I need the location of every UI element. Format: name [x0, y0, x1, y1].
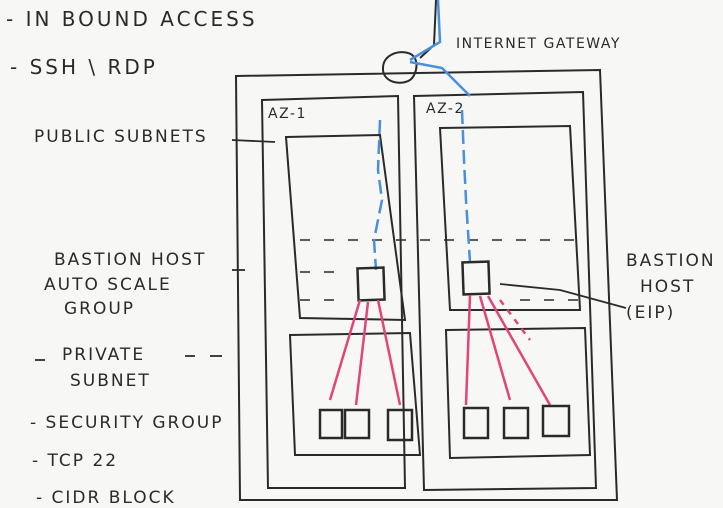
private-subnet-label-2: SUBNET [70, 371, 151, 391]
bastion-host-label-1: BASTION [626, 251, 716, 271]
leader-line-private [35, 355, 222, 361]
vpc-boundary [234, 68, 619, 501]
private-instance [318, 408, 344, 440]
bastion-asg-label-2: AUTO SCALE [44, 275, 172, 295]
ssh-traffic-lines [328, 294, 552, 406]
az2-box [412, 90, 598, 492]
internet-gateway-icon [381, 51, 418, 84]
inbound-traffic-az2 [460, 109, 472, 263]
inbound-traffic-line [409, 0, 442, 62]
az2-label: AZ-2 [426, 101, 465, 117]
cidr-block-label: - CIDR BLOCK [36, 488, 176, 508]
private-instance [386, 408, 414, 442]
internet-gateway-label: INTERNET GATEWAY [456, 36, 621, 52]
note-ssh-rdp: - SSH \ RDP [10, 55, 158, 79]
az1-private-subnet [288, 331, 422, 456]
az2-public-subnet [438, 124, 582, 311]
bastion-asg-label-3: GROUP [64, 299, 135, 319]
az2-private-subnet [444, 326, 592, 460]
bastion-host-az2 [461, 260, 491, 296]
leader-line-bastion-eip [499, 283, 627, 309]
inbound-traffic-az1 [372, 119, 384, 271]
bastion-host-label-2: HOST [640, 277, 695, 297]
private-instance [502, 406, 530, 440]
private-subnet-label-1: PRIVATE [62, 345, 145, 365]
bastion-host-label-3: (EIP) [626, 303, 675, 323]
az1-box [260, 94, 407, 489]
private-instance [462, 406, 490, 440]
bastion-asg-label-1: BASTION HOST [54, 250, 206, 270]
security-group-label: - SECURITY GROUP [30, 413, 223, 433]
inbound-traffic-line [409, 60, 471, 97]
public-subnets-label: PUBLIC SUBNETS [34, 127, 208, 147]
auto-scale-group-boundary [300, 239, 585, 301]
private-instance [343, 408, 371, 440]
note-inbound-access: - IN BOUND ACCESS [6, 7, 258, 31]
bastion-host-az1 [356, 266, 386, 302]
tcp22-label: - TCP 22 [32, 451, 118, 471]
az1-public-subnet [284, 133, 407, 322]
leader-line-public [231, 139, 276, 143]
az1-label: AZ-1 [268, 106, 307, 122]
private-instance [541, 404, 571, 438]
